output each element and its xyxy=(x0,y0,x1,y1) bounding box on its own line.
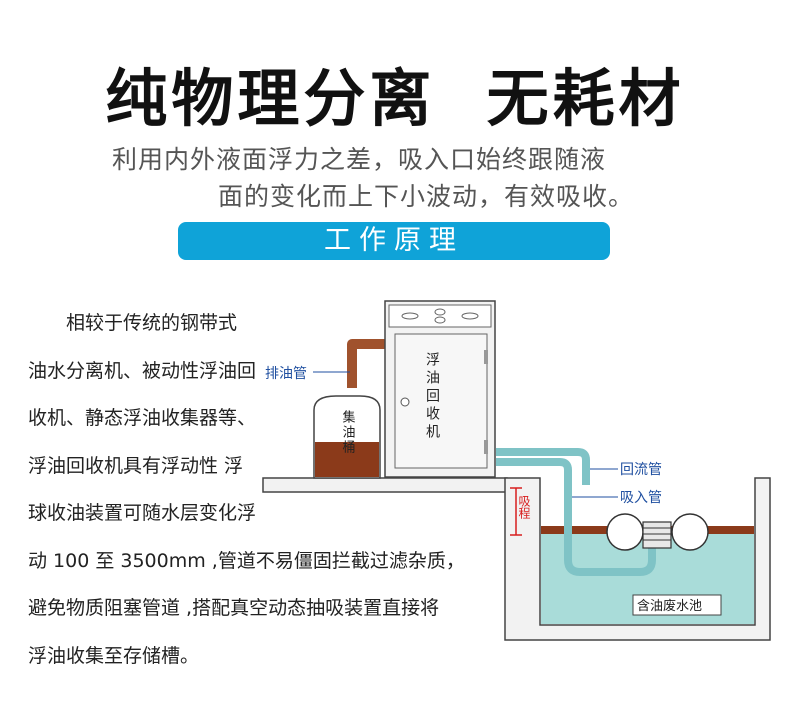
machine-top-knob xyxy=(434,316,446,324)
paragraph-line: 油水分离机、被动性浮油回 xyxy=(28,359,257,382)
paragraph-line: 收机、静态浮油收集器等、 xyxy=(28,407,257,429)
suction-range-label: 吸程 xyxy=(517,495,531,520)
pool-wall xyxy=(504,477,771,641)
machine-top-knob xyxy=(434,308,446,316)
paragraph-line: 避免物质阻塞管道 ,搭配真空动态抽吸装置直接将 xyxy=(28,597,440,619)
float-filter xyxy=(642,521,672,549)
suction-pipe xyxy=(496,458,656,576)
door-handle xyxy=(400,397,410,407)
door-hinge xyxy=(484,440,488,454)
paragraph-line: 动 100 至 3500mm ,管道不易僵固拦截过滤杂质， xyxy=(28,549,465,572)
float-ball-right xyxy=(671,513,709,551)
suction-pipe-label: 吸入管 xyxy=(620,490,662,506)
paragraph-line: 相较于传统的钢带式 xyxy=(28,312,238,334)
description-paragraph: 相较于传统的钢带式 油水分离机、被动性浮油回 收机、静态浮油收集器等、 浮油回收… xyxy=(28,300,488,680)
page-title: 纯物理分离 无耗材 xyxy=(105,62,685,135)
section-banner: 工作原理 xyxy=(178,222,610,260)
pool-label: 含油废水池 xyxy=(637,598,702,614)
subtitle-line-2: 面的变化而上下小波动，有效吸收。 xyxy=(218,182,635,211)
machine-top-panel xyxy=(388,304,492,328)
machine-top-knob xyxy=(461,312,479,320)
machine-door xyxy=(394,333,488,469)
subtitle-line-1: 利用内外液面浮力之差，吸入口始终跟随液 xyxy=(112,145,607,174)
machine-top-knob xyxy=(401,312,419,320)
return-pipe-label: 回流管 xyxy=(620,462,662,478)
ground-slab xyxy=(262,477,508,493)
paragraph-line: 浮油收集至存储槽。 xyxy=(28,644,200,667)
door-hinge xyxy=(484,350,488,364)
return-pipe xyxy=(496,448,590,485)
tank-oil-fill xyxy=(315,442,379,477)
tank-label: 集油桶 xyxy=(340,409,356,455)
discharge-pipe xyxy=(347,339,388,388)
machine-label: 浮油回收机 xyxy=(424,352,440,442)
float-ball-left xyxy=(606,513,644,551)
paragraph-line: 浮油回收机具有浮动性 浮 xyxy=(28,454,244,477)
pool-label-box xyxy=(632,594,722,616)
discharge-pipe-label: 排油管 xyxy=(265,366,307,382)
paragraph-line: 球收油装置可随水层变化浮 xyxy=(28,502,257,524)
